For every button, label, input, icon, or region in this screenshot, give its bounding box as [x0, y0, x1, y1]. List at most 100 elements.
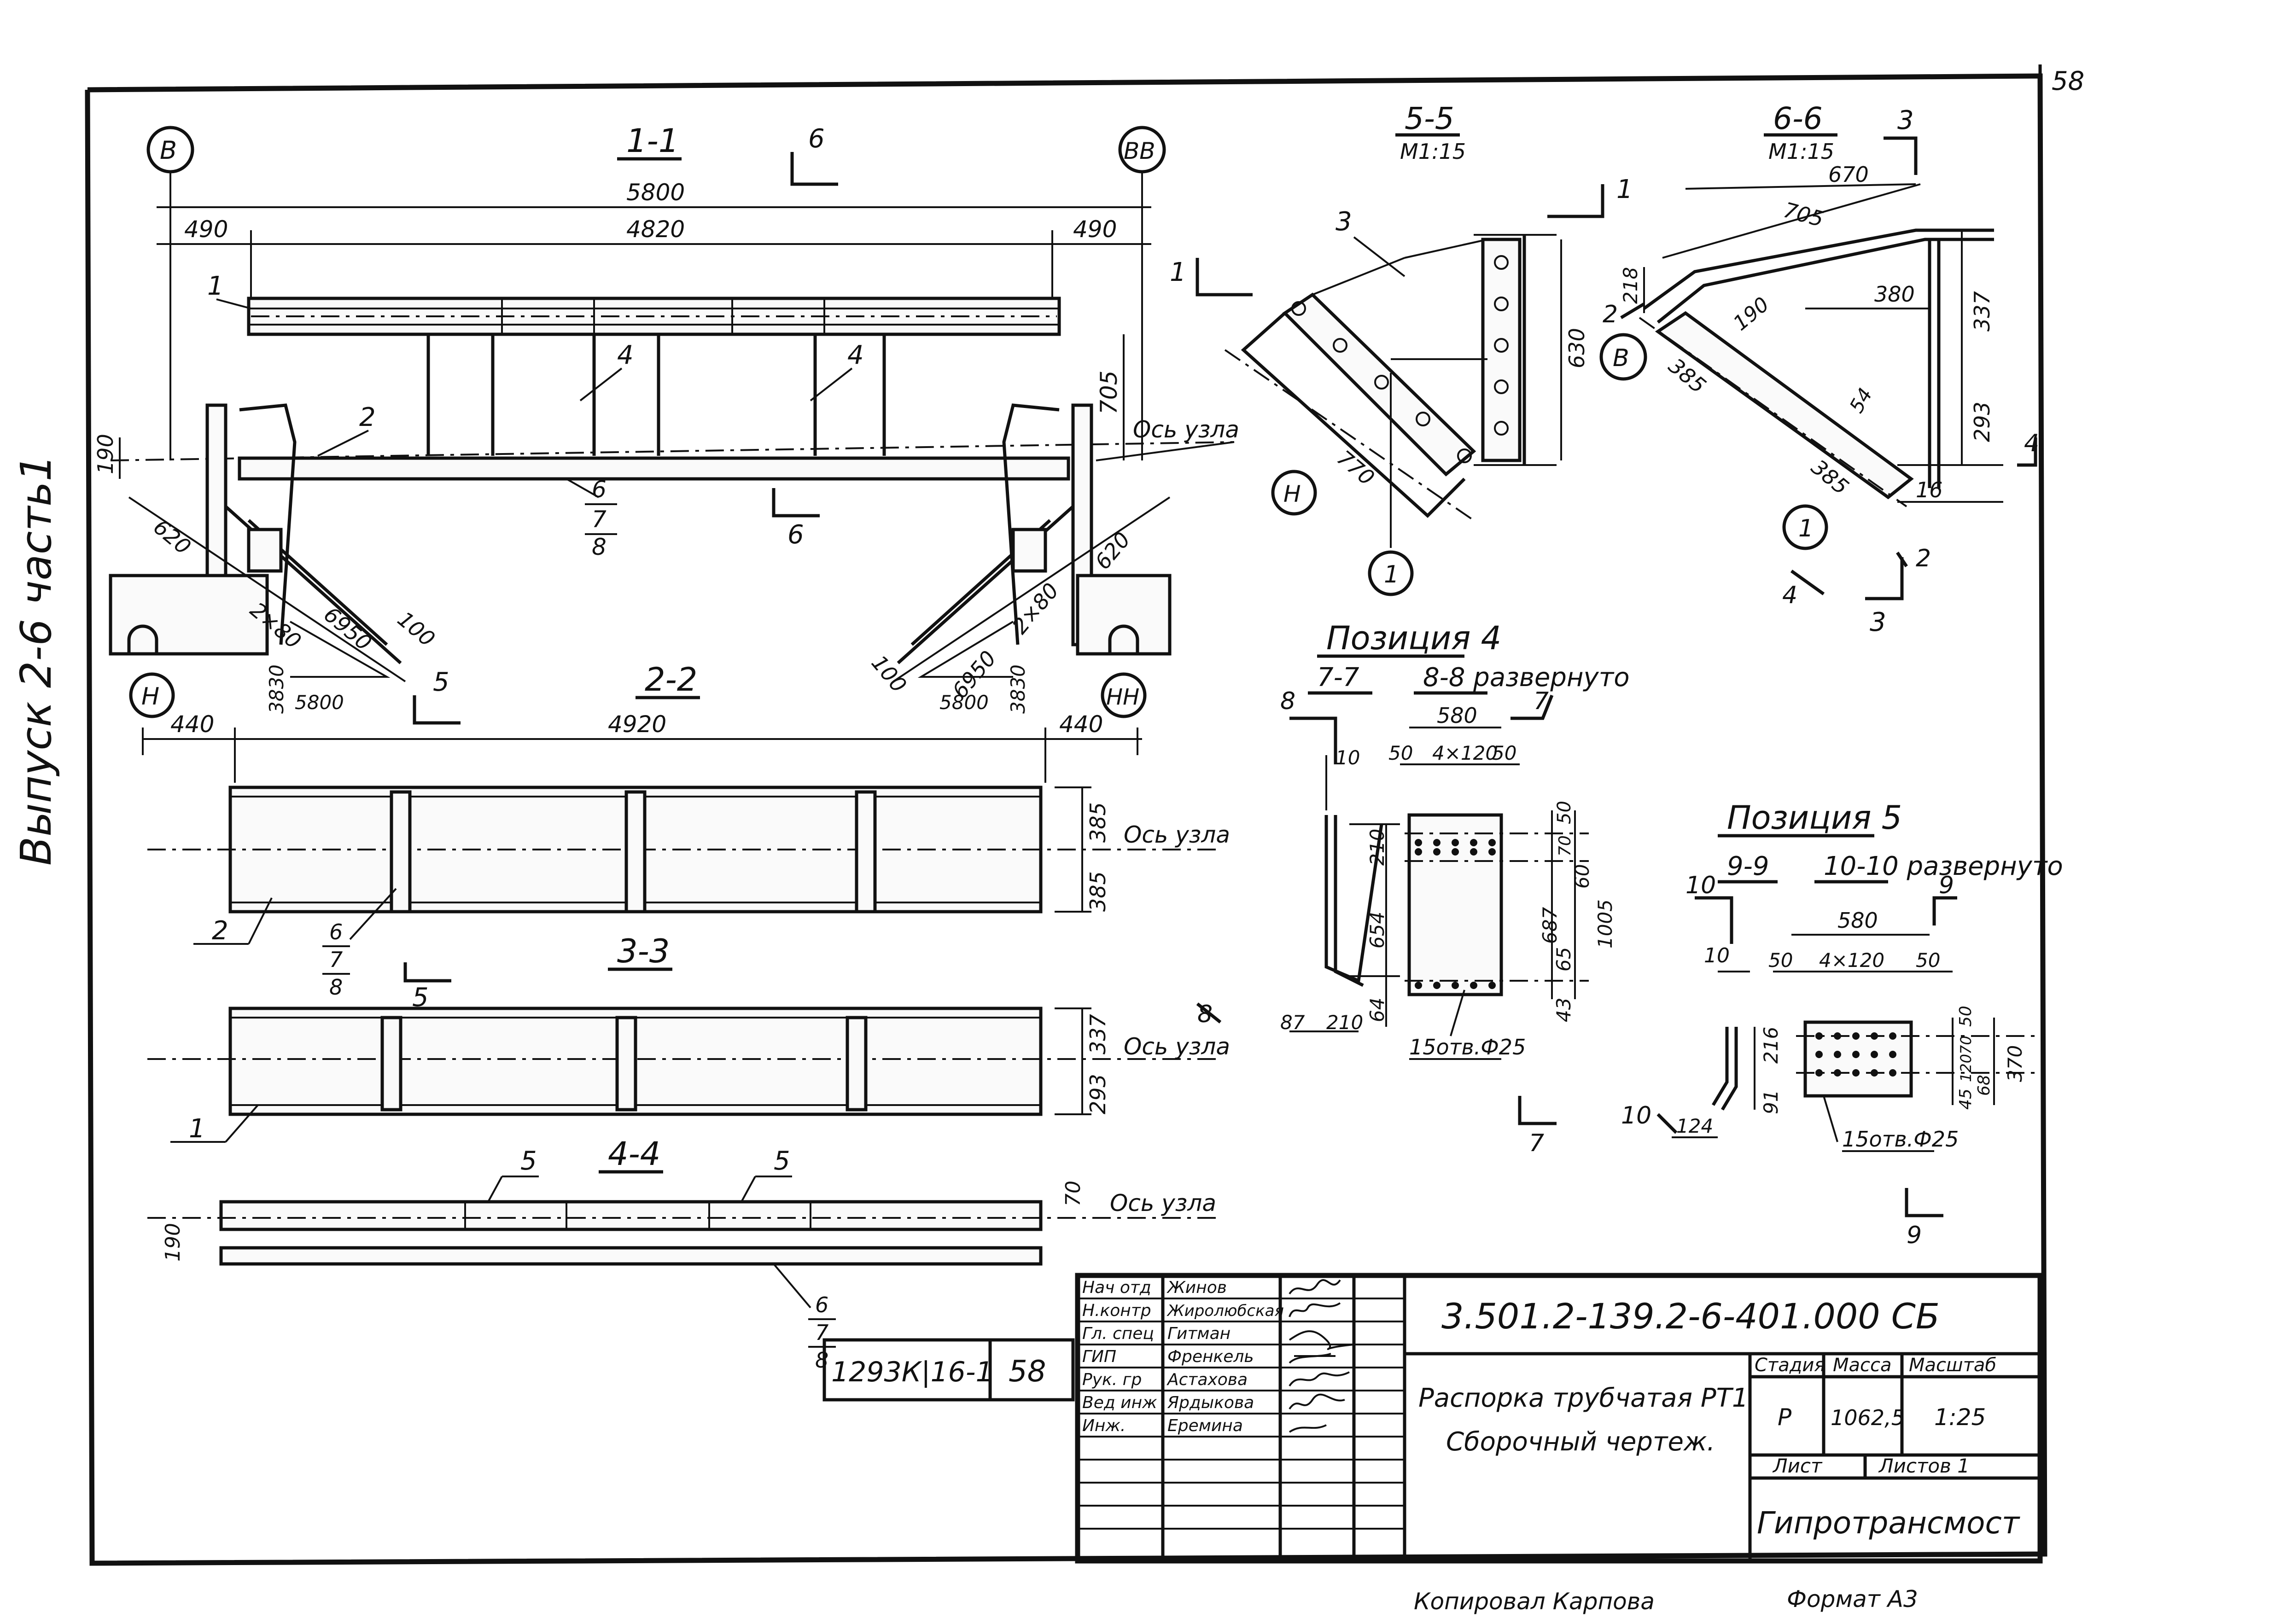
- dim-65: 65: [1552, 947, 1575, 972]
- stack-6-2-2: 6: [329, 920, 343, 944]
- cut-4-lower: 4: [1782, 582, 1797, 609]
- slope-3830-left: 3830: [265, 664, 288, 714]
- position-5-title: Позиция 5: [1727, 799, 1902, 837]
- dim-380: 380: [1874, 282, 1915, 307]
- node-axis-4-4: Ось узла: [1110, 1190, 1216, 1217]
- dim-337: 337: [1085, 1014, 1110, 1054]
- dim-16: 16: [1916, 477, 1943, 502]
- name-6: Ярдыкова: [1167, 1393, 1254, 1412]
- dim-490-right: 490: [1073, 216, 1117, 243]
- dim-218: 218: [1619, 267, 1642, 304]
- cut-7-lower: 7: [1529, 1129, 1544, 1157]
- axis-1-label-5-5: 1: [1384, 561, 1399, 588]
- stack-8-2-2: 8: [329, 975, 343, 1000]
- dim-370: 370: [2004, 1045, 2026, 1082]
- left-brace-clip: [247, 528, 283, 573]
- cut-10-lower: 10: [1621, 1102, 1651, 1129]
- plan-3-3-stiffener-3: [846, 1016, 868, 1112]
- pos-4b-label: 4: [847, 340, 864, 370]
- axis-n-marker-5-5: [1271, 470, 1317, 516]
- plan-4-4-bottom: [219, 1246, 1043, 1266]
- right-brace-clip: [1011, 528, 1047, 573]
- stack-6: 6: [592, 476, 607, 503]
- dim-120-pos5: 120: [1957, 1054, 1975, 1082]
- signature-3: [1289, 1330, 1354, 1350]
- name-4: Френкель: [1167, 1347, 1254, 1366]
- dim-50a-pos4: 50: [1388, 742, 1413, 764]
- dim-70: 70: [1061, 1181, 1085, 1206]
- axis-b-label-5-5: В: [1613, 344, 1629, 372]
- stack-7: 7: [592, 506, 607, 533]
- section-5-5-brace: [1282, 292, 1476, 477]
- plan-2-2-stiffener-1: [390, 790, 412, 914]
- dim-770: 770: [1332, 445, 1379, 490]
- signature-1: [1289, 1279, 1341, 1295]
- cut-5-upper: 5: [433, 667, 449, 697]
- plan-2-2-stiffener-2: [624, 790, 647, 914]
- dim-50c-pos4: 50: [1554, 801, 1575, 824]
- holes-note-pos4: 15отв.Ф25: [1409, 1035, 1526, 1059]
- dim-4820: 4820: [626, 216, 685, 243]
- dim-50a-pos5: 50: [1768, 949, 1793, 972]
- slope-5800-left: 5800: [295, 691, 344, 714]
- axis-1-marker-5-5: [1368, 550, 1414, 596]
- role-5: Рук. гр: [1082, 1370, 1142, 1389]
- dim-4x120-pos5: 4×120: [1819, 949, 1884, 972]
- copied-by: Копировал Карпова: [1414, 1588, 1655, 1615]
- pos-3-label: 3: [1336, 207, 1352, 237]
- plan-3-3-stiffener-1: [380, 1016, 402, 1112]
- dim-190-4-4: 190: [161, 1223, 185, 1262]
- dim-293-6-6: 293: [1970, 402, 1995, 442]
- dim-50b-pos5: 50: [1916, 949, 1940, 972]
- stack-8-4-4: 8: [815, 1348, 828, 1373]
- title-block: Нач отд Жинов Н.контр Жиролюбская Гл. сп…: [1075, 1273, 2043, 1564]
- dim-4920: 4920: [608, 711, 666, 738]
- dim-210-horizontal: 210: [1326, 1011, 1363, 1034]
- name-1: Жинов: [1166, 1278, 1227, 1297]
- section-4-4: 4-4 5 5 70 190 Ось узла 6 7 8: [147, 1135, 1216, 1373]
- dim-4x120-pos4: 4×120: [1432, 742, 1498, 764]
- axis-nn-label: НН: [1106, 684, 1139, 710]
- node-axis-1-1: Ось узла: [1133, 416, 1239, 443]
- cut-4-right: 4: [2024, 430, 2039, 457]
- dim-210-vertical: 210: [1366, 829, 1388, 866]
- title-line-1: Распорка трубчатая РТ1: [1418, 1383, 1749, 1413]
- holes-note-pos5: 15отв.Ф25: [1842, 1127, 1959, 1152]
- section-7-7-title: 7-7: [1317, 663, 1359, 693]
- col-stage: Стадия: [1755, 1355, 1825, 1376]
- section-10-10-title: 10-10 развернуто: [1824, 851, 2063, 881]
- position-5: Позиция 5 9-9 10-10 развернуто 10 9 10 2…: [1621, 799, 2063, 1249]
- dim-190-left: 190: [93, 434, 118, 474]
- dim-50b-pos4: 50: [1492, 742, 1516, 764]
- sheet-frame: [85, 64, 2047, 1566]
- dim-70-pos5: 70: [1957, 1036, 1975, 1054]
- section-6-6: 6-6 М1:15 3 670 705 218 2 380 337 293 19…: [1603, 101, 2039, 637]
- cut-1-left: 1: [1170, 257, 1186, 287]
- dim-10-pos5: 10: [1704, 944, 1730, 967]
- axis-n-label-5-5: Н: [1283, 481, 1301, 507]
- axis-bb-label: ВВ: [1124, 138, 1155, 164]
- section-5-5: 5-5 М1:15 1 1 630 3 В 770 Н 1: [1170, 101, 1647, 596]
- role-1: Нач отд: [1082, 1278, 1151, 1297]
- dim-705-6-6: 705: [1781, 197, 1826, 232]
- dim-1005: 1005: [1594, 899, 1616, 949]
- plan-4-4-top: [219, 1200, 1043, 1231]
- stack-8: 8: [592, 534, 607, 560]
- section-1-1: 1-1 В ВВ 6 5800 490 4820 490 1: [93, 122, 1239, 718]
- signature-2: [1289, 1302, 1341, 1317]
- dim-654: 654: [1366, 912, 1388, 949]
- section-8-8-title: 8-8 развернуто: [1423, 663, 1630, 693]
- cut-3-upper: 3: [1897, 105, 1914, 135]
- position-4-title: Позиция 4: [1326, 619, 1501, 657]
- cut-9-lower: 9: [1907, 1222, 1922, 1249]
- role-7: Инж.: [1082, 1416, 1126, 1435]
- dim-705: 705: [1096, 371, 1122, 414]
- plan-2-2-stiffener-3: [855, 790, 877, 914]
- dim-216: 216: [1760, 1027, 1782, 1064]
- axis-b-label: В: [160, 136, 177, 165]
- name-7: Еремина: [1167, 1416, 1243, 1435]
- dim-91: 91: [1760, 1090, 1782, 1114]
- col-scale: Масштаб: [1909, 1355, 1996, 1376]
- axis-1-marker-6-6: [1782, 504, 1828, 550]
- dim-385-bottom: 385: [1085, 871, 1110, 912]
